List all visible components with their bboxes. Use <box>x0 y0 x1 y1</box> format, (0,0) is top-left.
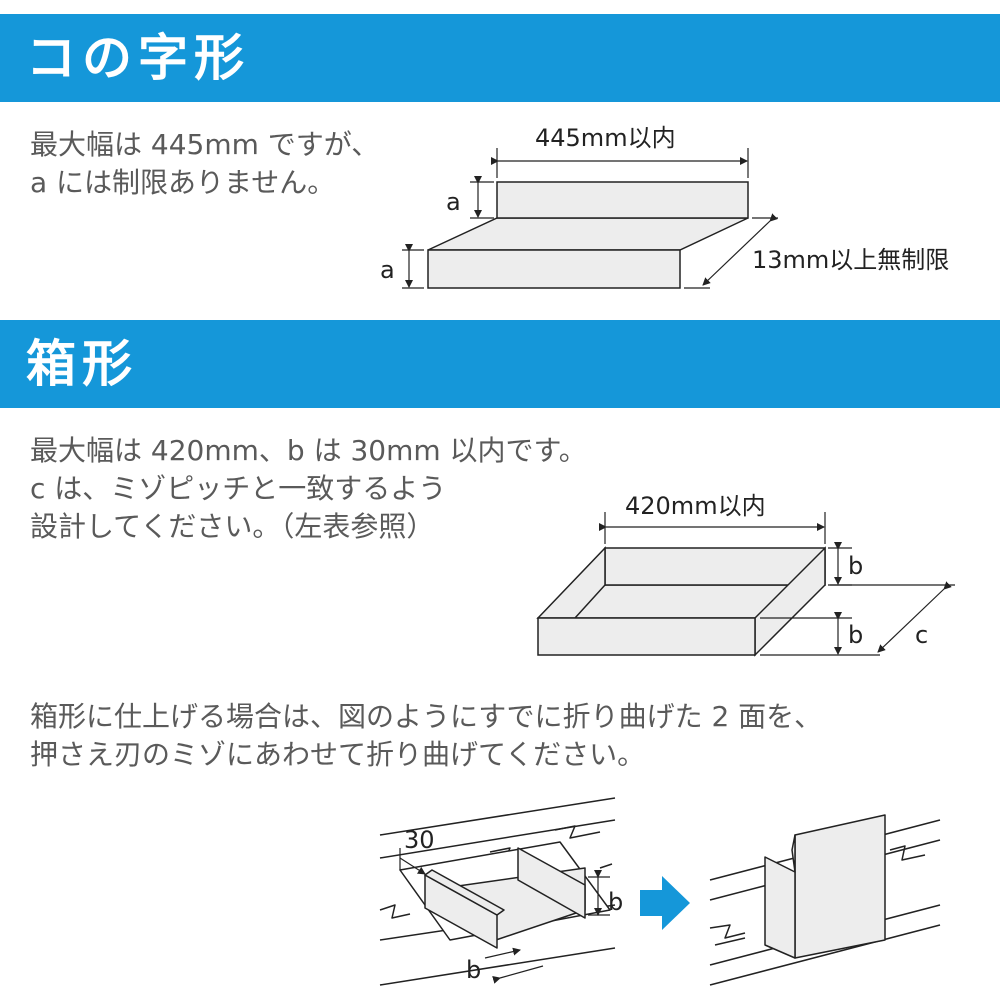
u-shape-dimensions <box>402 148 778 289</box>
description-line: a には制限ありません。 <box>30 166 336 199</box>
folded-panel <box>794 814 886 959</box>
u-shape-diagram <box>427 181 749 289</box>
box-shape-description: 最大幅は 420mm、b は 30mm 以内です。 c は、ミゾピッチと一致する… <box>30 432 587 546</box>
folding-dimensions <box>399 848 610 984</box>
description-line: 最大幅は 420mm、b は 30mm 以内です。 <box>30 434 587 467</box>
section-title: コの字形 <box>26 29 250 87</box>
description-line: 設計してください。（左表参照） <box>30 510 435 543</box>
folding-before-diagram <box>379 797 616 986</box>
folded-panel <box>764 856 796 959</box>
section-title: 箱形 <box>26 335 138 393</box>
dimension-b-label: b <box>848 552 863 580</box>
description-line: 箱形に仕上げる場合は、図のようにすでに折り曲げた 2 面を、 <box>30 700 823 733</box>
u-shape-front-wall <box>427 249 681 289</box>
u-shape-base-panel <box>427 217 749 251</box>
dimension-a-label: a <box>380 256 395 284</box>
description-line: 最大幅は 445mm ですが、 <box>30 128 380 161</box>
u-shape-back-wall <box>496 181 749 219</box>
dimension-b-label: b <box>848 621 863 649</box>
box-front-wall <box>537 617 756 656</box>
box-dimensions <box>599 512 955 656</box>
folded-panel <box>517 847 586 919</box>
thirty-label: 30 <box>404 826 435 854</box>
arrow-right-icon <box>640 876 690 930</box>
width-label: 420mm以内 <box>625 492 766 520</box>
width-label: 445mm以内 <box>535 124 676 152</box>
description-line: 押さえ刃のミゾにあわせて折り曲げてください。 <box>30 738 646 771</box>
description-line: c は、ミゾピッチと一致するよう <box>30 472 447 505</box>
dimension-a-label: a <box>446 188 461 216</box>
depth-label: 13mm以上無制限 <box>752 246 949 274</box>
section-header-box-shape: 箱形 <box>0 320 1000 408</box>
folding-instructions: 箱形に仕上げる場合は、図のようにすでに折り曲げた 2 面を、 押さえ刃のミゾにあ… <box>30 698 822 774</box>
dimension-b-label: b <box>608 888 623 916</box>
box-back-wall <box>604 547 826 586</box>
u-shape-description: 最大幅は 445mm ですが、 a には制限ありません。 <box>30 126 379 202</box>
section-header-u-shape: コの字形 <box>0 14 1000 102</box>
dimension-b-label: b <box>466 956 481 984</box>
folding-after-diagram <box>709 814 941 986</box>
dimension-c-label: c <box>915 621 928 649</box>
box-diagram <box>536 546 826 657</box>
